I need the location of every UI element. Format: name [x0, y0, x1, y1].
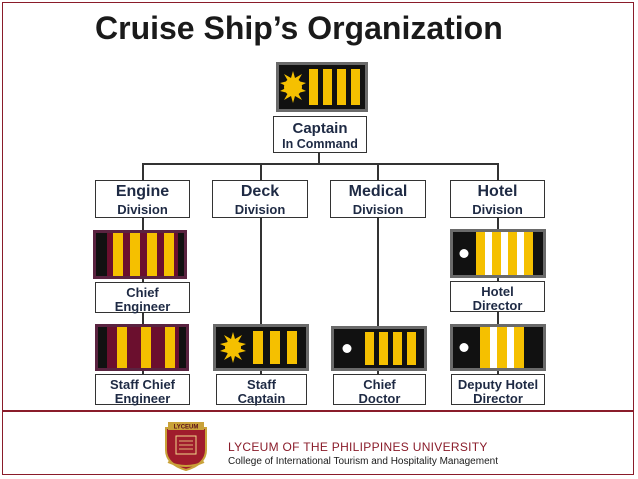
staff-chief-engineer-insignia — [95, 324, 189, 371]
connector-deck — [260, 163, 262, 180]
deck-division-name: Deck — [240, 183, 280, 200]
university-name: LYCEUM OF THE PHILIPPINES UNIVERSITY — [228, 440, 488, 454]
deputy-hotel-director-box: Deputy Hotel Director — [451, 374, 545, 405]
hotel-director-insignia — [450, 229, 546, 278]
hotel-director-box: Hotel Director — [450, 281, 545, 312]
slide-title: Cruise Ship’s Organization — [95, 10, 503, 46]
connector-medical-column — [377, 218, 379, 376]
staff-captain-line1: Staff — [247, 377, 276, 392]
engine-division-label: Division — [117, 202, 168, 217]
engine-division-box: Engine Division — [95, 180, 190, 218]
hotel-director-line2: Director — [472, 298, 523, 313]
deck-division-box: Deck Division — [212, 180, 308, 218]
hotel-division-label: Division — [472, 202, 523, 217]
chief-doctor-insignia — [331, 326, 427, 371]
connector-horizontal — [142, 163, 498, 165]
chief-engineer-insignia — [93, 230, 187, 279]
staff-chief-engineer-box: Staff Chief Engineer — [95, 374, 190, 405]
connector-hotel — [497, 163, 499, 180]
hotel-division-box: Hotel Division — [450, 180, 545, 218]
chief-doctor-line2: Doctor — [358, 391, 401, 406]
chief-engineer-line2: Engineer — [114, 299, 171, 314]
engine-division-name: Engine — [115, 183, 170, 200]
connector-deck-column — [260, 218, 262, 376]
hotel-division-name: Hotel — [477, 183, 518, 200]
staff-captain-box: Staff Captain — [216, 374, 307, 405]
staff-captain-line2: Captain — [237, 391, 286, 406]
staff-chief-engineer-line1: Staff Chief — [110, 377, 175, 392]
staff-chief-engineer-line2: Engineer — [114, 391, 171, 406]
slide-frame — [2, 2, 634, 475]
staff-captain-insignia — [213, 324, 309, 371]
college-name: College of International Tourism and Hos… — [228, 456, 498, 467]
connector-engine — [142, 163, 144, 180]
captain-box: Captain In Command — [273, 116, 367, 153]
chief-engineer-line1: Chief — [126, 285, 159, 300]
captain-title: Captain — [292, 120, 348, 137]
footer-divider — [2, 410, 634, 412]
medical-division-box: Medical Division — [330, 180, 426, 218]
logo-text: LYCEUM — [174, 425, 199, 431]
connector-captain-down — [318, 153, 320, 164]
chief-doctor-box: Chief Doctor — [333, 374, 426, 405]
deck-division-label: Division — [234, 202, 286, 217]
chief-doctor-line1: Chief — [363, 377, 396, 392]
captain-subtitle: In Command — [282, 137, 358, 151]
university-seal-icon: LYCEUM — [165, 422, 207, 472]
medical-division-name: Medical — [348, 183, 408, 200]
chief-engineer-box: Chief Engineer — [95, 282, 190, 313]
deputy-hotel-director-insignia — [450, 324, 546, 371]
captain-insignia — [276, 62, 368, 112]
connector-medical — [377, 163, 379, 180]
deputy-hotel-director-line2: Director — [473, 391, 523, 406]
medical-division-label: Division — [352, 202, 404, 217]
hotel-director-line1: Hotel — [481, 284, 514, 299]
deputy-hotel-director-line1: Deputy Hotel — [457, 377, 539, 392]
